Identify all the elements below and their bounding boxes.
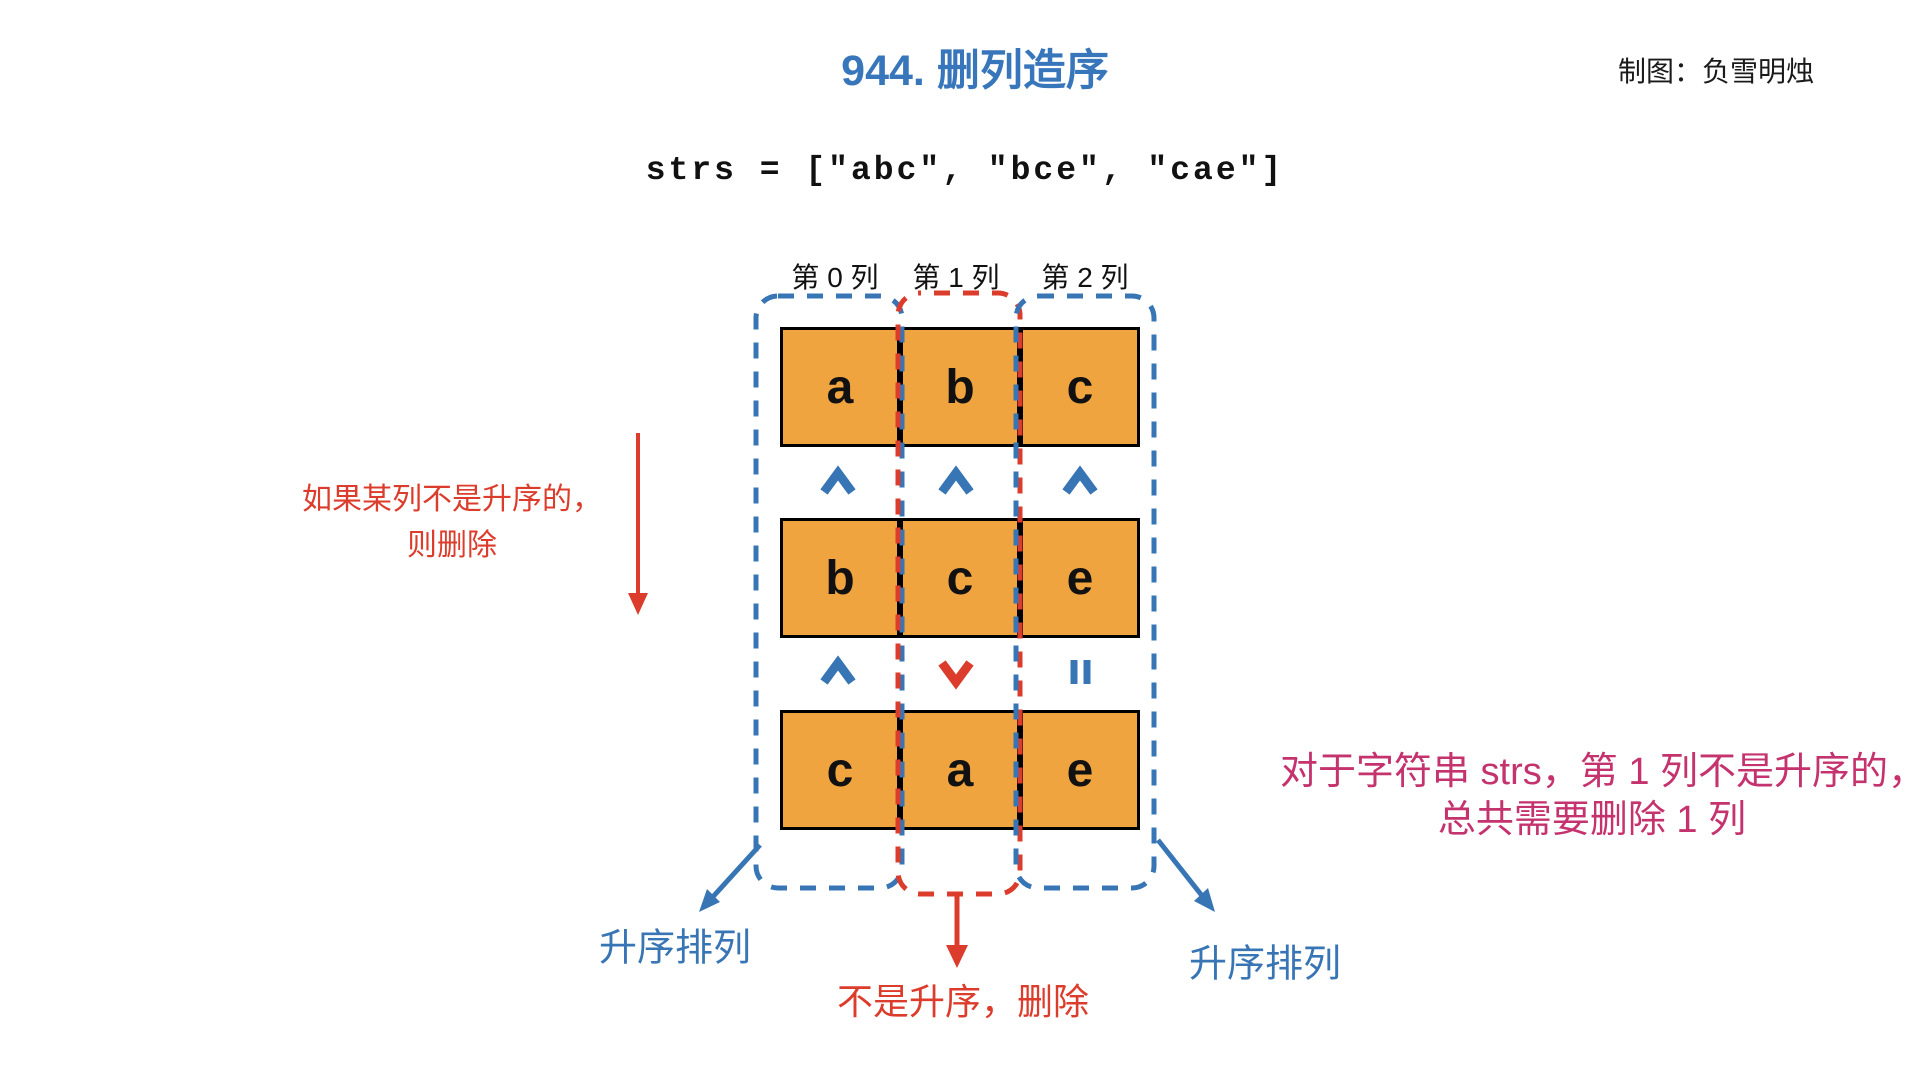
author-credit: 制图：负雪明烛 [1618,56,1815,87]
grid-cell-r2-c2: e [1020,710,1140,830]
ascending-icon-r01-c0 [820,465,856,495]
left-note: 如果某列不是升序的， 则删除 [232,477,672,569]
column-header-1: 第 1 列 [912,262,1000,293]
grid-cell-r0-c1: b [900,327,1020,447]
ascending-label-left: 升序排列 [598,927,752,970]
grid-cell-r2-c0: c [780,710,900,830]
descending-icon-r12-c1 [938,660,974,690]
ascending-icon-r01-c1 [938,465,974,495]
grid-cell-r1-c0: b [780,518,900,638]
bottom-left-arrow-icon [699,843,762,912]
left-note-line1: 如果某列不是升序的， [302,483,602,516]
grid-cell-r0-c2: c [1020,327,1140,447]
bottom-right-arrow-icon [1156,838,1215,912]
grid-cell-r2-c1: a [900,710,1020,830]
code-line: strs = ["abc", "bce", "cae"] [645,152,1285,189]
delete-label-center: 不是升序，删除 [836,981,1090,1022]
grid-cell-r0-c0: a [780,327,900,447]
column-header-2: 第 2 列 [1041,262,1129,293]
right-note-line2: 总共需要删除 1 列 [1437,799,1747,841]
grid-cell-r1-c2: e [1020,518,1140,638]
column-header-0: 第 0 列 [791,262,879,293]
ascending-label-right: 升序排列 [1188,943,1342,986]
grid-cell-r1-c1: c [900,518,1020,638]
page-title: 944. 删列造序 [841,47,1109,95]
right-note-line1: 对于字符串 strs，第 1 列不是升序的， [1280,751,1920,793]
bottom-center-arrow-icon [946,893,968,968]
ascending-icon-r01-c2 [1062,465,1098,495]
ascending-icon-r12-c0 [820,655,856,685]
right-note: 对于字符串 strs，第 1 列不是升序的， 总共需要删除 1 列 [1280,748,1920,844]
left-note-line2: 则删除 [407,529,497,562]
equal-icon-r12-c2 [1070,660,1091,684]
